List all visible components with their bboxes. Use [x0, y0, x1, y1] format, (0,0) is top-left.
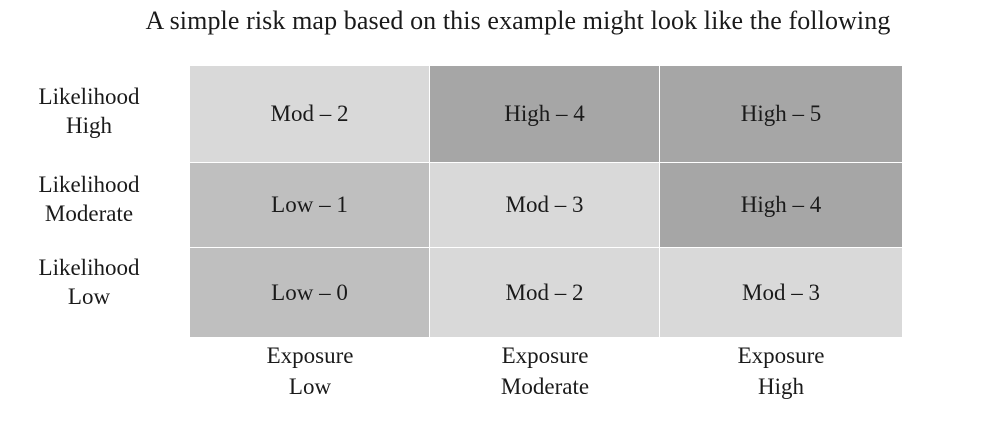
col-label-exposure-low: Exposure Low — [190, 340, 430, 402]
row-label-likelihood-low: Likelihood Low — [0, 253, 178, 311]
col-label-line2: Low — [288, 374, 332, 399]
exposure-axis-labels: Exposure Low Exposure Moderate Exposure … — [190, 340, 902, 406]
row-label-line2: Moderate — [44, 201, 134, 226]
risk-cell: Mod – 3 — [430, 163, 660, 248]
risk-cell: High – 5 — [660, 66, 902, 163]
risk-cell: Mod – 2 — [430, 248, 660, 337]
risk-cell: Low – 0 — [190, 248, 430, 337]
row-label-likelihood-moderate: Likelihood Moderate — [0, 170, 178, 228]
col-label-line1: Exposure — [501, 343, 589, 368]
col-label-line2: Moderate — [500, 374, 590, 399]
row-label-line1: Likelihood — [38, 172, 140, 197]
risk-cell: Mod – 2 — [190, 66, 430, 163]
col-label-exposure-moderate: Exposure Moderate — [430, 340, 660, 402]
col-label-line1: Exposure — [737, 343, 825, 368]
risk-cell: Mod – 3 — [660, 248, 902, 337]
risk-map-figure: Likelihood High Likelihood Moderate Like… — [0, 66, 1000, 406]
risk-matrix-grid: Mod – 2 High – 4 High – 5 Low – 1 Mod – … — [190, 66, 902, 337]
page-title: A simple risk map based on this example … — [145, 6, 891, 35]
col-label-exposure-high: Exposure High — [660, 340, 902, 402]
col-label-line1: Exposure — [266, 343, 354, 368]
row-label-line2: High — [66, 113, 112, 138]
row-label-line1: Likelihood — [38, 84, 140, 109]
row-label-line2: Low — [67, 284, 111, 309]
risk-cell: High – 4 — [430, 66, 660, 163]
risk-cell: Low – 1 — [190, 163, 430, 248]
col-label-line2: High — [758, 374, 804, 399]
row-label-line1: Likelihood — [38, 255, 140, 280]
risk-cell: High – 4 — [660, 163, 902, 248]
likelihood-axis-labels: Likelihood High Likelihood Moderate Like… — [0, 66, 190, 337]
row-label-likelihood-high: Likelihood High — [0, 82, 178, 140]
